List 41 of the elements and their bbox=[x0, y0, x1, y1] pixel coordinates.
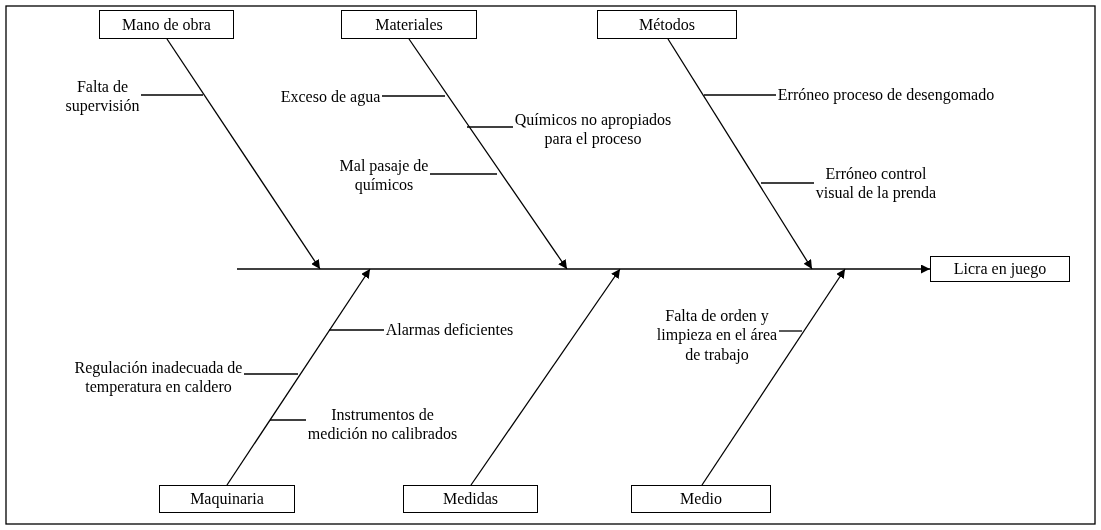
category-label: Maquinaria bbox=[190, 489, 264, 509]
category-box bbox=[159, 485, 295, 513]
category-label: Mano de obra bbox=[122, 14, 211, 35]
category-label: Medio bbox=[680, 489, 722, 509]
leader-line bbox=[381, 95, 446, 97]
cause-label: Falta de supervisión bbox=[64, 75, 141, 117]
cause-label: Mal pasaje de químicos bbox=[338, 154, 430, 196]
leader-line bbox=[328, 329, 385, 331]
category-label: Métodos bbox=[639, 14, 695, 35]
bone-arrow bbox=[701, 268, 846, 486]
cause-label: Instrumentos de medición no calibrados bbox=[306, 403, 459, 445]
leader-line bbox=[429, 173, 498, 175]
category-label: Materiales bbox=[375, 14, 443, 35]
category-box bbox=[341, 10, 477, 39]
bone-arrow bbox=[408, 38, 568, 270]
leader-line bbox=[269, 419, 307, 421]
category-box bbox=[403, 485, 538, 513]
effect-label: Licra en juego bbox=[953, 259, 1047, 279]
category-label: Medidas bbox=[442, 489, 499, 509]
bone-arrow bbox=[667, 38, 813, 270]
leader-line bbox=[243, 373, 299, 375]
bone-arrow bbox=[226, 268, 371, 486]
leader-line bbox=[140, 94, 204, 96]
cause-label: Químicos no apropiados para el proceso bbox=[513, 108, 673, 150]
leader-line bbox=[703, 94, 777, 96]
category-box bbox=[99, 10, 234, 39]
cause-label: Erróneo control visual de la prenda bbox=[814, 162, 938, 204]
leader-line bbox=[760, 182, 815, 184]
spine-arrow bbox=[236, 264, 931, 274]
leader-line bbox=[778, 330, 803, 332]
cause-label: Regulación inadecuada de temperatura en caldero bbox=[73, 356, 244, 398]
cause-label: Erróneo proceso de desengomado bbox=[776, 84, 996, 106]
leader-line bbox=[466, 126, 514, 128]
cause-label: Exceso de agua bbox=[279, 86, 382, 108]
cause-label: Alarmas deficientes bbox=[384, 319, 515, 341]
cause-label: Falta de orden y limpieza en el área de trabajo bbox=[655, 304, 779, 366]
bone-arrow bbox=[166, 38, 321, 270]
effect-box bbox=[930, 256, 1070, 282]
category-box bbox=[631, 485, 771, 513]
category-box bbox=[597, 10, 737, 39]
bone-arrow bbox=[470, 268, 621, 486]
